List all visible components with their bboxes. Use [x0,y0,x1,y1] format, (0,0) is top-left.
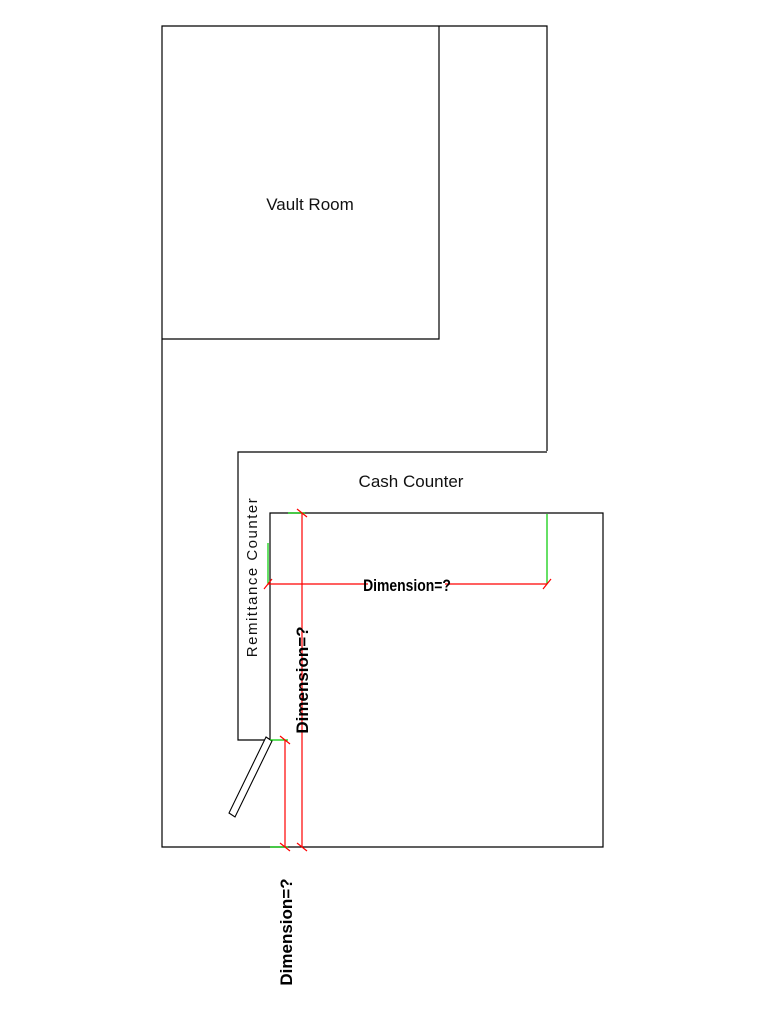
vault-room-wall [162,26,440,340]
dimension-tick [542,578,552,590]
outer-wall [161,25,604,848]
vertical-dimension-label: Dimension=? [293,626,312,733]
bottom-dimension-label: Dimension=? [277,878,296,985]
door [228,736,273,818]
dimension-tick [279,735,291,745]
remittance-counter-label: Remittance Counter [244,497,261,657]
cash-counter-label: Cash Counter [359,472,464,491]
dimension-tick [279,842,291,852]
vault-room-label: Vault Room [266,195,354,214]
horizontal-dimension-label: Dimension=? [363,577,451,596]
dimension-tick [263,578,273,590]
dimension-tick [296,508,308,518]
dimension-tick [296,842,308,852]
